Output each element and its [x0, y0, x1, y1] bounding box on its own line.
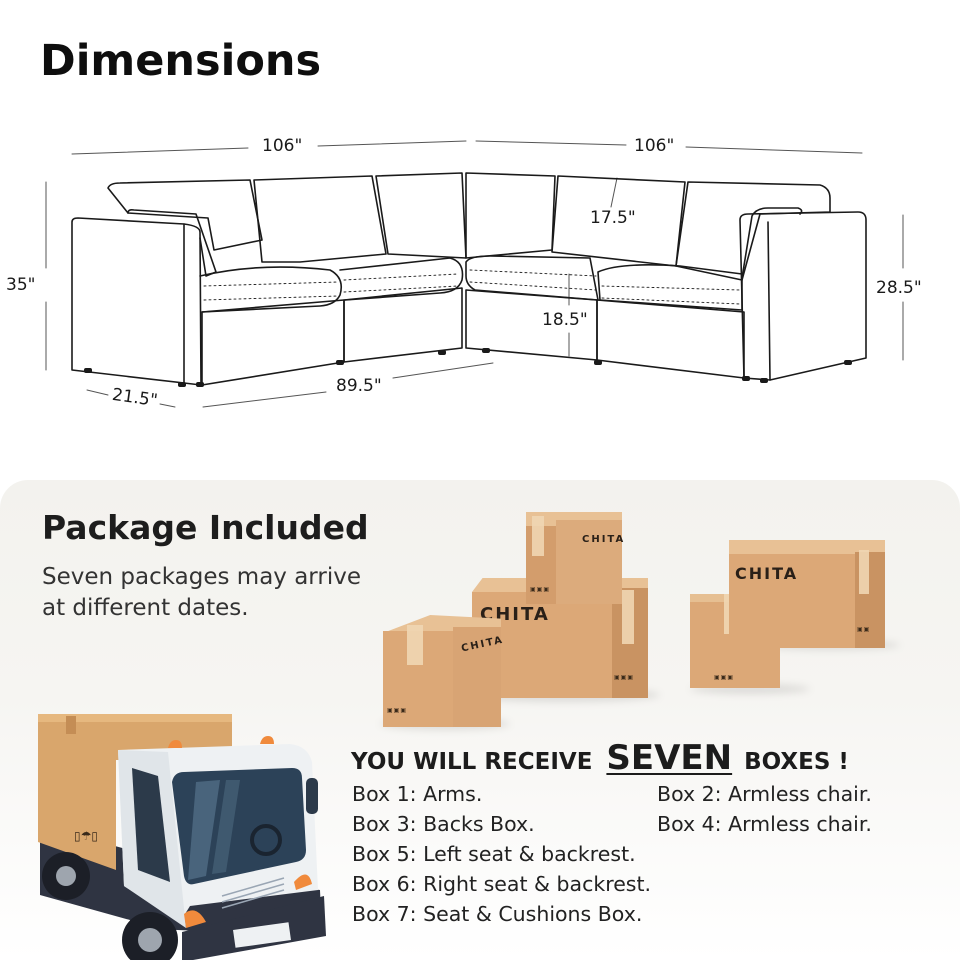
dim-back-height: 17.5" [590, 208, 636, 228]
sofa-dimension-diagram: 106" 106" 35" 21.5" 89.5" 17.5" 18.5" 28… [0, 120, 960, 420]
list-item: Box 6: Right seat & backrest. [352, 872, 652, 896]
dim-seat-run: 89.5" [336, 376, 382, 396]
handling-marks-icon: ▣▣▣ [387, 707, 408, 714]
truck-icon: ▯☂▯ [38, 714, 326, 960]
dim-arm-height: 28.5" [876, 278, 922, 298]
dim-left-width: 106" [258, 136, 307, 156]
handling-marks-icon: ▣▣▣ [614, 674, 635, 681]
list-item: Box 5: Left seat & backrest. [352, 842, 636, 866]
dim-seat-height: 18.5" [542, 310, 588, 330]
svg-text:▯☂▯: ▯☂▯ [74, 829, 98, 843]
package-subtitle: Seven packages may arrive at different d… [42, 562, 462, 624]
list-item: Box 4: Armless chair. [657, 812, 872, 836]
handling-marks-icon: ▣▣▣ [714, 674, 735, 681]
page-title: Dimensions [40, 36, 322, 86]
package-title: Package Included [42, 508, 369, 547]
headline-emphasis: SEVEN [606, 738, 733, 778]
dim-right-width: 106" [630, 136, 679, 156]
box-right-large: CHITA ▣▣ [729, 540, 885, 648]
handling-marks-icon: ▣▣▣ [530, 586, 551, 593]
list-item: Box 1: Arms. [352, 782, 483, 806]
headline-prefix: YOU WILL RECEIVE [351, 749, 593, 775]
delivery-truck-illustration: ▯☂▯ [0, 700, 340, 960]
handling-marks-icon: ▣▣ [857, 626, 871, 633]
box-small-top: CHITA ▣▣▣ [526, 512, 626, 604]
package-subtitle-line1: Seven packages may arrive [42, 564, 361, 590]
list-item: Box 2: Armless chair. [657, 782, 872, 806]
headline-suffix: BOXES ! [744, 749, 849, 775]
list-item: Box 7: Seat & Cushions Box. [352, 902, 643, 926]
list-item: Box 3: Backs Box. [352, 812, 535, 836]
brand-label: CHITA [735, 564, 799, 583]
brand-label-small: CHITA [582, 534, 626, 545]
package-subtitle-line2: at different dates. [42, 595, 249, 621]
dim-overall-height: 35" [6, 275, 36, 295]
box-front-left: CHITA ▣▣▣ [383, 615, 505, 727]
sectional-sofa-drawing [45, 140, 904, 408]
boxes-headline: YOU WILL RECEIVE SEVEN BOXES ! [351, 738, 849, 778]
